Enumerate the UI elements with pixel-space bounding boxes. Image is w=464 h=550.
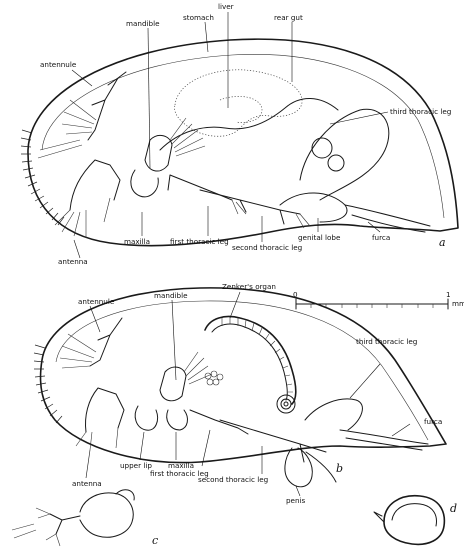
scale-bar: 0 1 mm xyxy=(293,290,464,309)
panel-c-stalk xyxy=(50,514,80,534)
panel-b-zenkers-organ-inner xyxy=(212,324,287,400)
panel-a-third-leg xyxy=(300,109,389,200)
panel-a-inner-shell xyxy=(42,54,444,218)
panel-b-inner-shell xyxy=(56,301,428,440)
panel-letter-d: d xyxy=(450,502,457,515)
panel-b-rosette xyxy=(205,371,223,385)
panel-a-mandible-fan xyxy=(170,118,205,156)
panel-letter-c: c xyxy=(152,534,158,547)
panel-b-third-leg xyxy=(305,399,362,430)
panel-a-maxilla xyxy=(131,170,158,197)
panel-b-maxilla xyxy=(167,410,188,430)
label-a-furca: furca xyxy=(372,233,390,242)
panel-b-first-leg xyxy=(190,410,248,434)
panel-a-stomach-outline xyxy=(175,70,302,136)
label-b-zenkers-organ: Zenker's organ xyxy=(222,282,276,291)
panel-a-leg-joint-2 xyxy=(328,155,344,171)
scale-bar-end: 1 xyxy=(446,290,451,299)
panel-b-antennule-setae xyxy=(60,334,96,368)
panel-b-carapace xyxy=(41,288,446,463)
panel-b-zenkers-striations xyxy=(222,317,293,392)
label-a-maxilla: maxilla xyxy=(124,237,150,246)
label-a-rear-gut: rear gut xyxy=(274,13,303,22)
panel-c-hook xyxy=(116,490,134,500)
label-b-antennule: antennule xyxy=(78,297,115,306)
panel-b-upper-lip xyxy=(135,406,157,430)
panel-a-antennule-setae xyxy=(38,100,96,158)
panel-b-second-leg xyxy=(220,420,326,462)
label-a-third-thoracic-leg: third thoracic leg xyxy=(390,107,451,116)
panel-a-shell-hatching xyxy=(21,130,64,225)
label-b-upper-lip: upper lip xyxy=(120,461,152,470)
panel-b-shell-hatching xyxy=(34,345,62,423)
label-b-antenna: antenna xyxy=(72,479,102,488)
label-b-mandible: mandible xyxy=(154,291,188,300)
panel-b-antenna xyxy=(86,388,125,432)
label-a-genital-lobe: genital lobe xyxy=(298,233,341,242)
panel-a-mandible xyxy=(145,135,172,171)
label-b-furca: furca xyxy=(424,417,442,426)
label-a-mandible: mandible xyxy=(126,19,160,28)
panel-a-drawing: stomach liver rear gut mandible antennul… xyxy=(21,2,458,266)
panel-a-antennule xyxy=(88,72,126,140)
panel-a-genital-lobe xyxy=(280,193,347,222)
panel-letter-b: b xyxy=(336,462,343,475)
panel-c-appendage xyxy=(80,493,133,537)
scale-bar-unit: mm xyxy=(452,299,464,308)
panel-b-penis-stalk xyxy=(306,452,336,482)
label-a-stomach: stomach xyxy=(183,13,214,22)
panel-b-drawing: mandible Zenker's organ antennule third … xyxy=(34,282,446,505)
panel-d-drawing: d xyxy=(374,496,457,545)
label-a-antennule: antennule xyxy=(40,60,77,69)
panel-b-mandible xyxy=(160,367,186,401)
panel-d-egg-outline xyxy=(384,496,444,545)
panel-d-inner xyxy=(392,504,436,526)
panel-a-liver-outline xyxy=(220,96,262,122)
panel-a-gut-tube xyxy=(160,98,338,150)
panel-a-leg-joint xyxy=(312,138,332,158)
panel-d-tip xyxy=(374,512,384,522)
panel-c-setae xyxy=(12,508,60,546)
panel-c-drawing: c xyxy=(12,490,158,547)
panel-a-antenna xyxy=(70,160,120,210)
panel-a-first-leg xyxy=(168,175,232,200)
panel-a-carapace xyxy=(28,39,458,245)
label-a-liver: liver xyxy=(218,2,234,11)
label-b-third-thoracic-leg: third thoracic leg xyxy=(356,337,417,346)
label-a-first-thoracic-leg: first thoracic leg xyxy=(170,237,229,246)
label-b-penis: penis xyxy=(286,496,306,505)
panel-a-second-leg xyxy=(200,190,300,224)
label-a-antenna: antenna xyxy=(58,257,88,266)
panel-b-spiral-core xyxy=(284,402,288,406)
panel-b-antennule xyxy=(90,318,122,366)
label-a-second-thoracic-leg: second thoracic leg xyxy=(232,243,302,252)
label-b-second-thoracic-leg: second thoracic leg xyxy=(198,475,268,484)
panel-letter-a: a xyxy=(439,236,446,249)
